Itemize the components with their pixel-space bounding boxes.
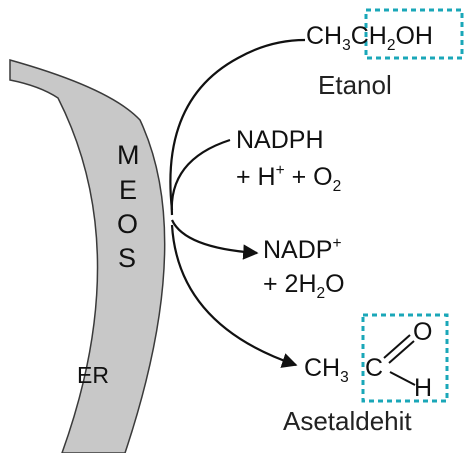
- ethanol-ch3: CH3: [306, 22, 351, 54]
- arrow-to-nadp: [171, 219, 259, 260]
- nadph-cofactors: + H+ + O2: [236, 162, 342, 195]
- nadp-water: + 2H2O: [263, 270, 345, 302]
- c-h-bond: [389, 371, 416, 386]
- ethanol-caption: Etanol: [318, 70, 392, 100]
- acetaldehyde-carbon: C: [365, 354, 384, 382]
- acetaldehyde-oxygen: O: [413, 318, 433, 346]
- meos-letter-o: O: [117, 209, 139, 239]
- nadp-label: NADP+: [263, 235, 342, 264]
- arrow-to-ethanol: [169, 38, 306, 211]
- ethanol-formula: CH3CH2OH: [306, 24, 433, 54]
- arrow-to-acetaldehyde: [170, 224, 298, 368]
- acetaldehyde-caption: Asetaldehit: [283, 406, 412, 436]
- acetaldehyde-ch3: CH3: [304, 354, 349, 386]
- meos-letter-e: E: [119, 175, 138, 205]
- meos-letter-s: S: [118, 243, 137, 273]
- nadph-label: NADPH: [236, 126, 324, 154]
- oh-highlight-box: [364, 8, 464, 60]
- double-bond-line-2: [388, 340, 415, 364]
- arrow-from-nadph: [170, 138, 231, 216]
- ethanol-oh: OH: [395, 22, 433, 50]
- er-membrane: [9, 59, 166, 453]
- aldehyde-highlight-box: [361, 313, 449, 403]
- acetaldehyde-hydrogen: H: [414, 374, 433, 402]
- meos-letter-m: M: [117, 140, 140, 170]
- ethanol-ch2: CH2: [350, 22, 396, 54]
- er-label: ER: [77, 362, 109, 388]
- double-bond-line-1: [383, 334, 411, 359]
